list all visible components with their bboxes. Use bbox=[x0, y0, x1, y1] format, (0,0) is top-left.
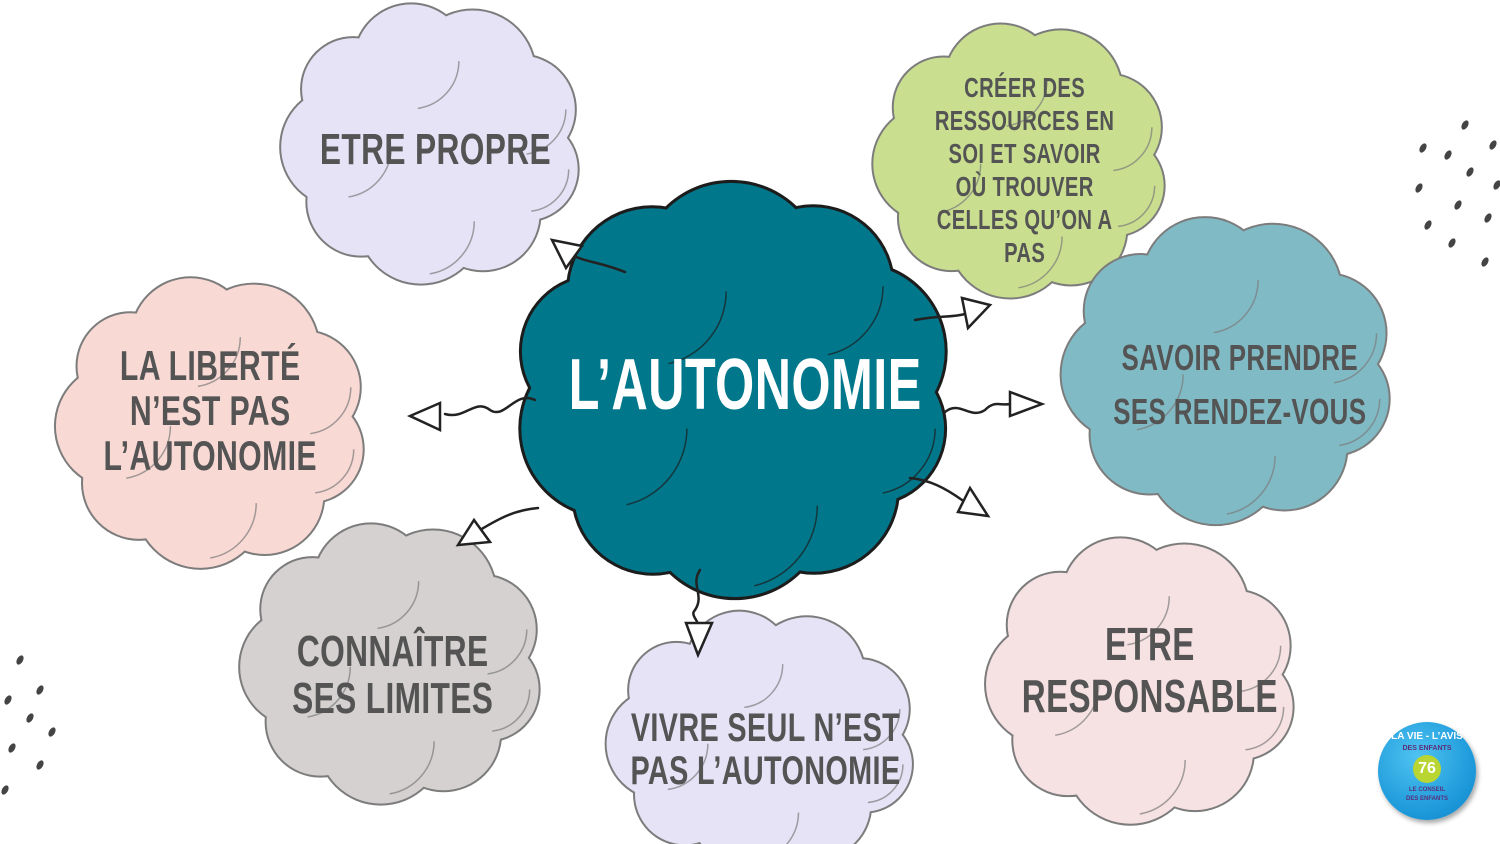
bubble-text-line: PAS bbox=[1004, 237, 1046, 268]
conseil-des-enfants-logo: LA VIE - L’AVIS DES ENFANTS 76 LE CONSEI… bbox=[1378, 722, 1476, 820]
bubble-text-line: SES RENDEZ-VOUS bbox=[1113, 391, 1367, 432]
arrow-to-rdv bbox=[943, 402, 1012, 415]
arrowhead-icon bbox=[956, 485, 991, 518]
logo-bottom-line: DES ENFANTS bbox=[1405, 796, 1448, 802]
dot bbox=[1415, 183, 1423, 193]
dot bbox=[36, 685, 44, 695]
cloud-la-liberte bbox=[53, 276, 365, 570]
bubble-etre-propre: ETRE PROPRE bbox=[300, 80, 570, 220]
dot bbox=[1481, 257, 1489, 267]
center-title: L’AUTONOMIE bbox=[568, 345, 922, 425]
arrow-to-vivre bbox=[692, 568, 702, 627]
dot bbox=[1454, 200, 1462, 210]
dot bbox=[1461, 120, 1469, 130]
bubble-text-line: CRÉER DES bbox=[964, 72, 1086, 103]
dot bbox=[1444, 150, 1452, 160]
logo-subtitle: DES ENFANTS bbox=[1402, 745, 1452, 752]
cloud-connaitre-limites bbox=[238, 522, 541, 806]
dot bbox=[1, 785, 9, 795]
dot bbox=[1489, 140, 1497, 150]
dot bbox=[1466, 167, 1474, 177]
dot bbox=[1448, 238, 1456, 248]
cloud-creer-ressources bbox=[871, 22, 1166, 300]
cloud-etre-responsable bbox=[984, 536, 1295, 826]
dot bbox=[26, 713, 34, 723]
cloud-etre-propre bbox=[279, 2, 580, 286]
bubble-text-line: VIVRE SEUL N’EST bbox=[630, 706, 900, 750]
connector-arrows bbox=[406, 238, 1046, 659]
dot bbox=[48, 727, 56, 737]
cloud-savoir-rdv bbox=[1059, 216, 1391, 527]
logo-bottom-line: LE CONSEIL bbox=[1408, 787, 1445, 793]
arrowhead-icon bbox=[684, 621, 714, 659]
dot bbox=[4, 695, 12, 705]
logo-number: 76 bbox=[1413, 755, 1441, 783]
bubble-text-line: SAVOIR PRENDRE bbox=[1121, 337, 1359, 378]
bubble-text-line: L’AUTONOMIE bbox=[103, 431, 317, 479]
bubble-text-line: LA LIBERTÉ bbox=[119, 341, 301, 389]
arrowhead-icon bbox=[549, 238, 585, 271]
arrow-to-connaitre bbox=[478, 506, 540, 532]
bubble-text-line: SES LIMITES bbox=[291, 674, 494, 723]
bubble-text-line: CELLES QU’ON A bbox=[937, 204, 1113, 235]
dot bbox=[36, 760, 44, 770]
bubble-text-line: ETRE bbox=[1105, 618, 1195, 670]
dot bbox=[1493, 180, 1500, 190]
arrowhead-icon bbox=[406, 401, 442, 432]
bubble-text-line: CONNAÎTRE bbox=[296, 627, 489, 676]
bubble-text-line: ETRE PROPRE bbox=[319, 125, 551, 174]
bubble-savoir-rdv: SAVOIR PRENDRE SES RENDEZ-VOUS bbox=[1090, 330, 1390, 440]
arrowhead-icon bbox=[1008, 390, 1046, 418]
bubble-text-line: RESPONSABLE bbox=[1021, 670, 1279, 722]
arrow-to-responsable bbox=[908, 476, 964, 502]
center-topic: L’AUTONOMIE bbox=[540, 330, 950, 440]
arrowhead-icon bbox=[455, 517, 493, 547]
dot bbox=[1419, 143, 1427, 153]
arrow-to-creer bbox=[913, 312, 967, 322]
dot bbox=[8, 743, 16, 753]
arrowhead-icon bbox=[960, 296, 993, 331]
bubble-text-line: PAS L’AUTONOMIE bbox=[630, 749, 900, 793]
decorative-dots bbox=[1, 120, 1500, 795]
logo-bottom: LE CONSEIL DES ENFANTS bbox=[1378, 786, 1476, 804]
bubble-text-line: SOI ET SAVOIR bbox=[948, 138, 1102, 169]
dot bbox=[16, 655, 24, 665]
bubble-text-line: RESSOURCES EN bbox=[935, 105, 1115, 136]
bubble-text-line: OÙ TROUVER bbox=[955, 171, 1095, 202]
dot bbox=[1484, 213, 1492, 223]
cloud-center bbox=[518, 179, 948, 601]
arrow-to-liberte bbox=[443, 396, 537, 417]
bubble-text-line: N’EST PAS bbox=[129, 386, 291, 434]
cloud-vivre-seul bbox=[604, 609, 914, 844]
logo-title: LA VIE - L’AVIS bbox=[1391, 731, 1463, 742]
dot bbox=[1424, 220, 1432, 230]
